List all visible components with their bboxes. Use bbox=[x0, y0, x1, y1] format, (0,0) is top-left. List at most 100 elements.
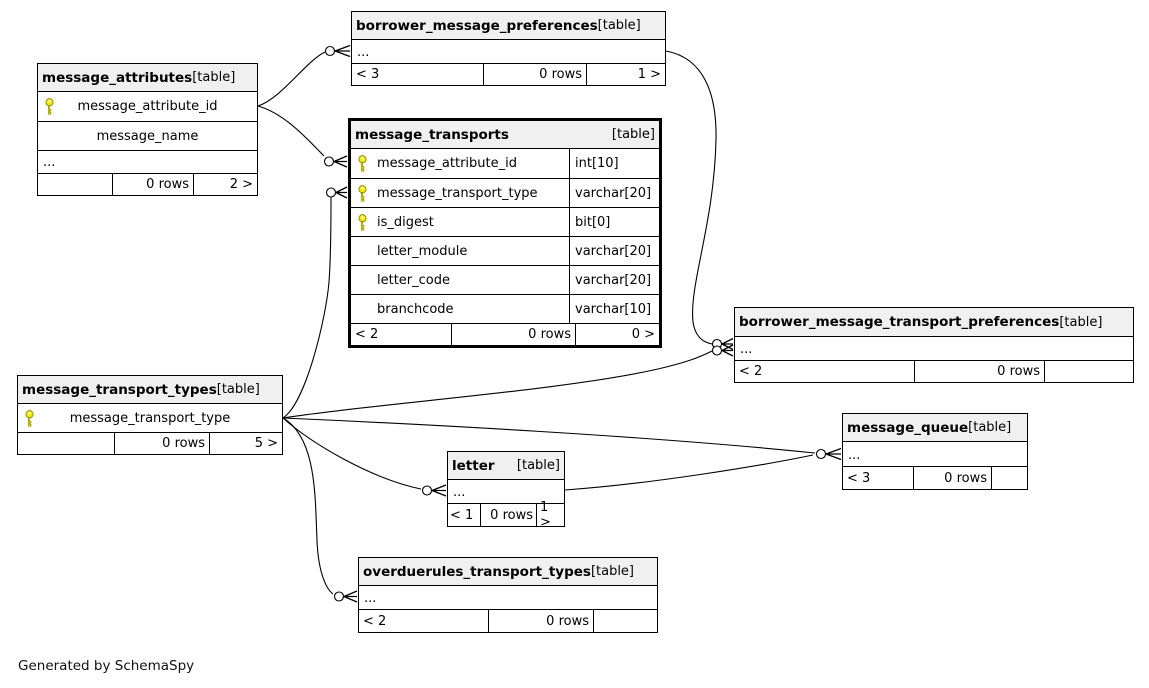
table-footer: < 2 0 rows bbox=[735, 360, 1133, 382]
footer-rowcount: 0 rows bbox=[483, 64, 586, 85]
column-row: branchcode varchar[10] bbox=[351, 294, 659, 323]
more-columns-ellipsis: ... bbox=[359, 585, 657, 609]
footer-rowcount: 0 rows bbox=[112, 174, 193, 195]
column-name: message_transport_type bbox=[377, 185, 538, 201]
edge-message_transport_types-message_transports bbox=[282, 196, 332, 419]
crowfoot-borrower_message_preferences bbox=[324, 44, 351, 58]
footer-rowcount: 0 rows bbox=[480, 504, 536, 526]
column-name: message_attribute_id bbox=[377, 156, 517, 171]
table-title[interactable]: message_transport_types bbox=[22, 381, 217, 398]
footer-parents bbox=[38, 174, 112, 195]
table-header: message_queue[table] bbox=[843, 414, 1027, 441]
table-header: message_transport_types[table] bbox=[18, 376, 282, 403]
table-tag: [table] bbox=[216, 382, 260, 397]
crowfoot-message_transports-row1 bbox=[323, 155, 348, 168]
edge-message_attributes-borrower_message_preferences bbox=[257, 51, 326, 107]
table-title[interactable]: message_attributes bbox=[42, 69, 193, 86]
table-tag: [table] bbox=[516, 458, 560, 473]
more-columns-ellipsis: ... bbox=[448, 479, 564, 503]
table-title[interactable]: message_queue bbox=[847, 419, 969, 436]
edge-letter-message_queue bbox=[564, 454, 814, 491]
column-name: message_transport_type bbox=[69, 410, 231, 426]
column-row: letter_code varchar[20] bbox=[351, 265, 659, 294]
table-title[interactable]: borrower_message_transport_preferences bbox=[739, 314, 1060, 330]
column-row: message_attribute_id int[10] bbox=[351, 149, 659, 178]
table-header: borrower_message_transport_preferences[t… bbox=[735, 308, 1133, 336]
table-message_queue[interactable]: message_queue[table] ... < 3 0 rows bbox=[842, 413, 1028, 490]
crowfoot-overduerules_transport_types bbox=[333, 590, 358, 603]
column-row: is_digest bit[0] bbox=[351, 207, 659, 236]
footer-children bbox=[991, 467, 1027, 489]
footer-parents: < 2 bbox=[363, 613, 387, 629]
table-title[interactable]: overduerules_transport_types bbox=[363, 563, 591, 580]
table-title[interactable]: borrower_message_preferences bbox=[356, 17, 598, 34]
edge-message_transport_types-borrower_message_transport_preferences bbox=[282, 350, 713, 419]
primary-key-icon bbox=[351, 213, 373, 231]
table-borrower_message_transport_preferences[interactable]: borrower_message_transport_preferences[t… bbox=[734, 307, 1134, 383]
column-row: message_attribute_id bbox=[38, 91, 257, 121]
table-overduerules_transport_types[interactable]: overduerules_transport_types[table] ... … bbox=[358, 557, 658, 633]
generated-by-note: Generated by SchemaSpy bbox=[18, 658, 195, 674]
table-footer: 0 rows 5 > bbox=[18, 432, 282, 454]
footer-rowcount: 0 rows bbox=[488, 610, 593, 632]
table-header: overduerules_transport_types[table] bbox=[359, 558, 657, 585]
edge-message_transport_types-letter bbox=[282, 417, 422, 490]
table-footer: < 1 0 rows 1 > bbox=[448, 500, 564, 530]
column-row: letter_module varchar[20] bbox=[351, 236, 659, 265]
footer-children: 0 > bbox=[575, 324, 659, 345]
table-tag: [table] bbox=[611, 127, 655, 142]
more-columns-ellipsis: ... bbox=[843, 441, 1027, 466]
column-type: varchar[20] bbox=[569, 179, 659, 207]
footer-children: 1 > bbox=[536, 500, 564, 530]
crowfoot-borrower_message_transport_preferences-lower bbox=[711, 344, 734, 357]
edge-borrower_message_preferences-borrower_message_transport_preferences bbox=[665, 50, 717, 345]
footer-parents: < 2 bbox=[739, 364, 763, 379]
primary-key-icon bbox=[351, 184, 373, 202]
more-columns-ellipsis: ... bbox=[735, 336, 1133, 360]
table-letter[interactable]: letter [table] ... < 1 0 rows 1 > bbox=[447, 451, 565, 530]
crowfoot-message_queue bbox=[815, 447, 842, 461]
table-tag: [table] bbox=[597, 18, 641, 33]
table-message_transport_types[interactable]: message_transport_types[table] message_t… bbox=[17, 375, 283, 455]
column-type: bit[0] bbox=[569, 208, 659, 236]
table-message_transports[interactable]: message_transports [table] message_attrib… bbox=[348, 118, 662, 348]
column-name: letter_code bbox=[377, 272, 450, 288]
table-footer: < 2 0 rows bbox=[359, 609, 657, 632]
footer-parents: < 1 bbox=[450, 507, 474, 523]
table-header: message_transports [table] bbox=[351, 121, 659, 149]
table-title[interactable]: message_transports bbox=[355, 126, 509, 143]
more-columns-ellipsis: ... bbox=[352, 39, 665, 63]
footer-rowcount: 0 rows bbox=[914, 361, 1044, 382]
column-type: int[10] bbox=[569, 149, 659, 178]
table-header: borrower_message_preferences[table] bbox=[352, 12, 665, 39]
footer-children: 5 > bbox=[209, 433, 282, 454]
footer-children: 1 > bbox=[586, 64, 665, 85]
footer-children: 2 > bbox=[193, 174, 257, 195]
column-name: is_digest bbox=[377, 214, 434, 230]
table-borrower_message_preferences[interactable]: borrower_message_preferences[table] ... … bbox=[351, 11, 666, 86]
footer-parents: < 3 bbox=[356, 67, 380, 82]
column-type: varchar[20] bbox=[569, 266, 659, 294]
primary-key-icon bbox=[38, 98, 60, 115]
footer-rowcount: 0 rows bbox=[913, 467, 991, 489]
column-row: message_name bbox=[38, 121, 257, 150]
table-tag: [table] bbox=[192, 70, 236, 85]
column-name: letter_module bbox=[377, 243, 468, 259]
column-row: message_transport_type varchar[20] bbox=[351, 178, 659, 207]
table-tag: [table] bbox=[1059, 314, 1103, 330]
table-footer: 0 rows 2 > bbox=[38, 173, 257, 195]
column-name: message_name bbox=[96, 128, 199, 144]
edge-message_transport_types-message_queue bbox=[282, 417, 816, 454]
table-header: letter [table] bbox=[448, 452, 564, 479]
table-message_attributes[interactable]: message_attributes[table] message_attrib… bbox=[37, 63, 258, 196]
footer-parents: < 2 bbox=[355, 327, 379, 342]
table-title[interactable]: letter bbox=[452, 457, 495, 474]
column-type: varchar[10] bbox=[569, 295, 659, 323]
column-name: branchcode bbox=[377, 301, 454, 317]
table-header: message_attributes[table] bbox=[38, 64, 257, 91]
crowfoot-letter bbox=[421, 484, 447, 497]
primary-key-icon bbox=[351, 155, 373, 172]
table-tag: [table] bbox=[590, 564, 635, 579]
